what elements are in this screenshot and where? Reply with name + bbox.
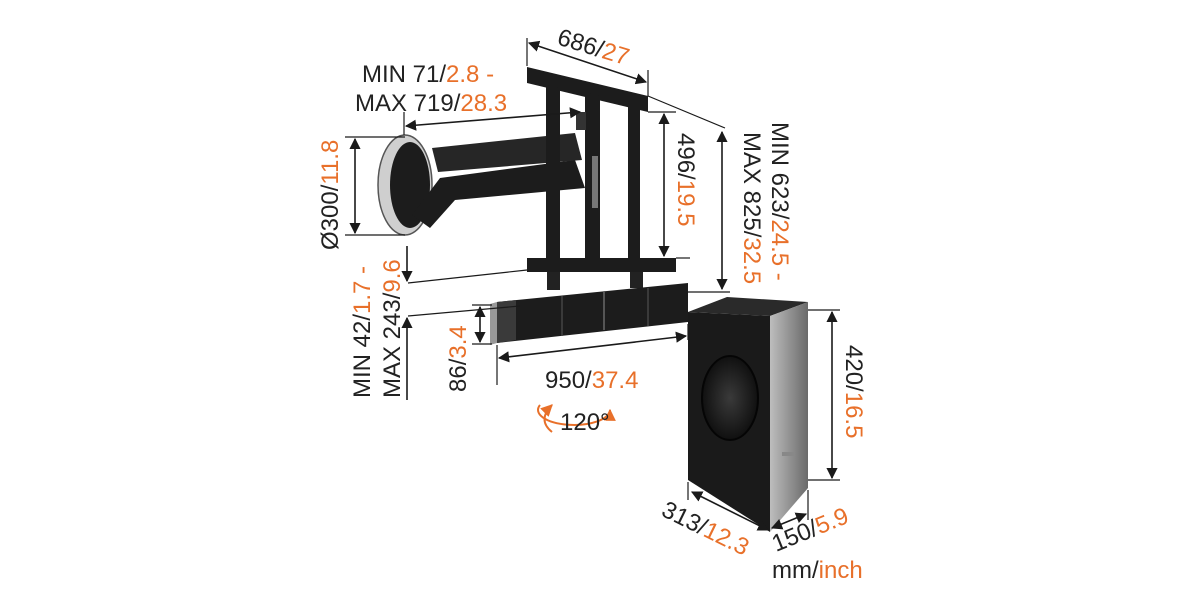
- subwoofer-side: [770, 302, 808, 532]
- label-bracket-height: 496/19.5: [672, 133, 699, 226]
- swing-arm-lower: [412, 160, 585, 228]
- bottom-rail: [527, 258, 676, 272]
- label-soundbar-width: 950/37.4: [545, 367, 638, 394]
- label-arm-max: MAX 719/28.3: [355, 90, 507, 117]
- label-soundbar-height: 86/3.4: [445, 325, 472, 392]
- subwoofer-driver: [701, 355, 759, 441]
- label-arm-min: MIN 71/2.8 -: [362, 61, 494, 88]
- label-soundbar-gap-max: MAX 243/9.6: [379, 259, 406, 398]
- dimension-lines: [345, 38, 840, 531]
- swing-arm-upper: [432, 133, 582, 172]
- vertical-rail-right: [628, 102, 640, 265]
- label-total-min: MIN 623/24.5 -: [766, 122, 793, 281]
- vertical-rail-left: [546, 85, 560, 262]
- label-sub-height: 420/16.5: [840, 345, 867, 438]
- rotation-label: 120°: [560, 409, 610, 436]
- unit-legend: mm/inch: [772, 557, 863, 584]
- label-wall-plate: Ø300/11.8: [317, 140, 344, 250]
- label-soundbar-gap-min: MIN 42/1.7 -: [349, 266, 376, 398]
- label-total-max: MAX 825/32.5: [738, 132, 765, 284]
- rotation-indicator: 120°: [537, 404, 616, 436]
- soundbar: [490, 283, 688, 345]
- subwoofer-top: [688, 297, 808, 316]
- subwoofer: [688, 297, 808, 532]
